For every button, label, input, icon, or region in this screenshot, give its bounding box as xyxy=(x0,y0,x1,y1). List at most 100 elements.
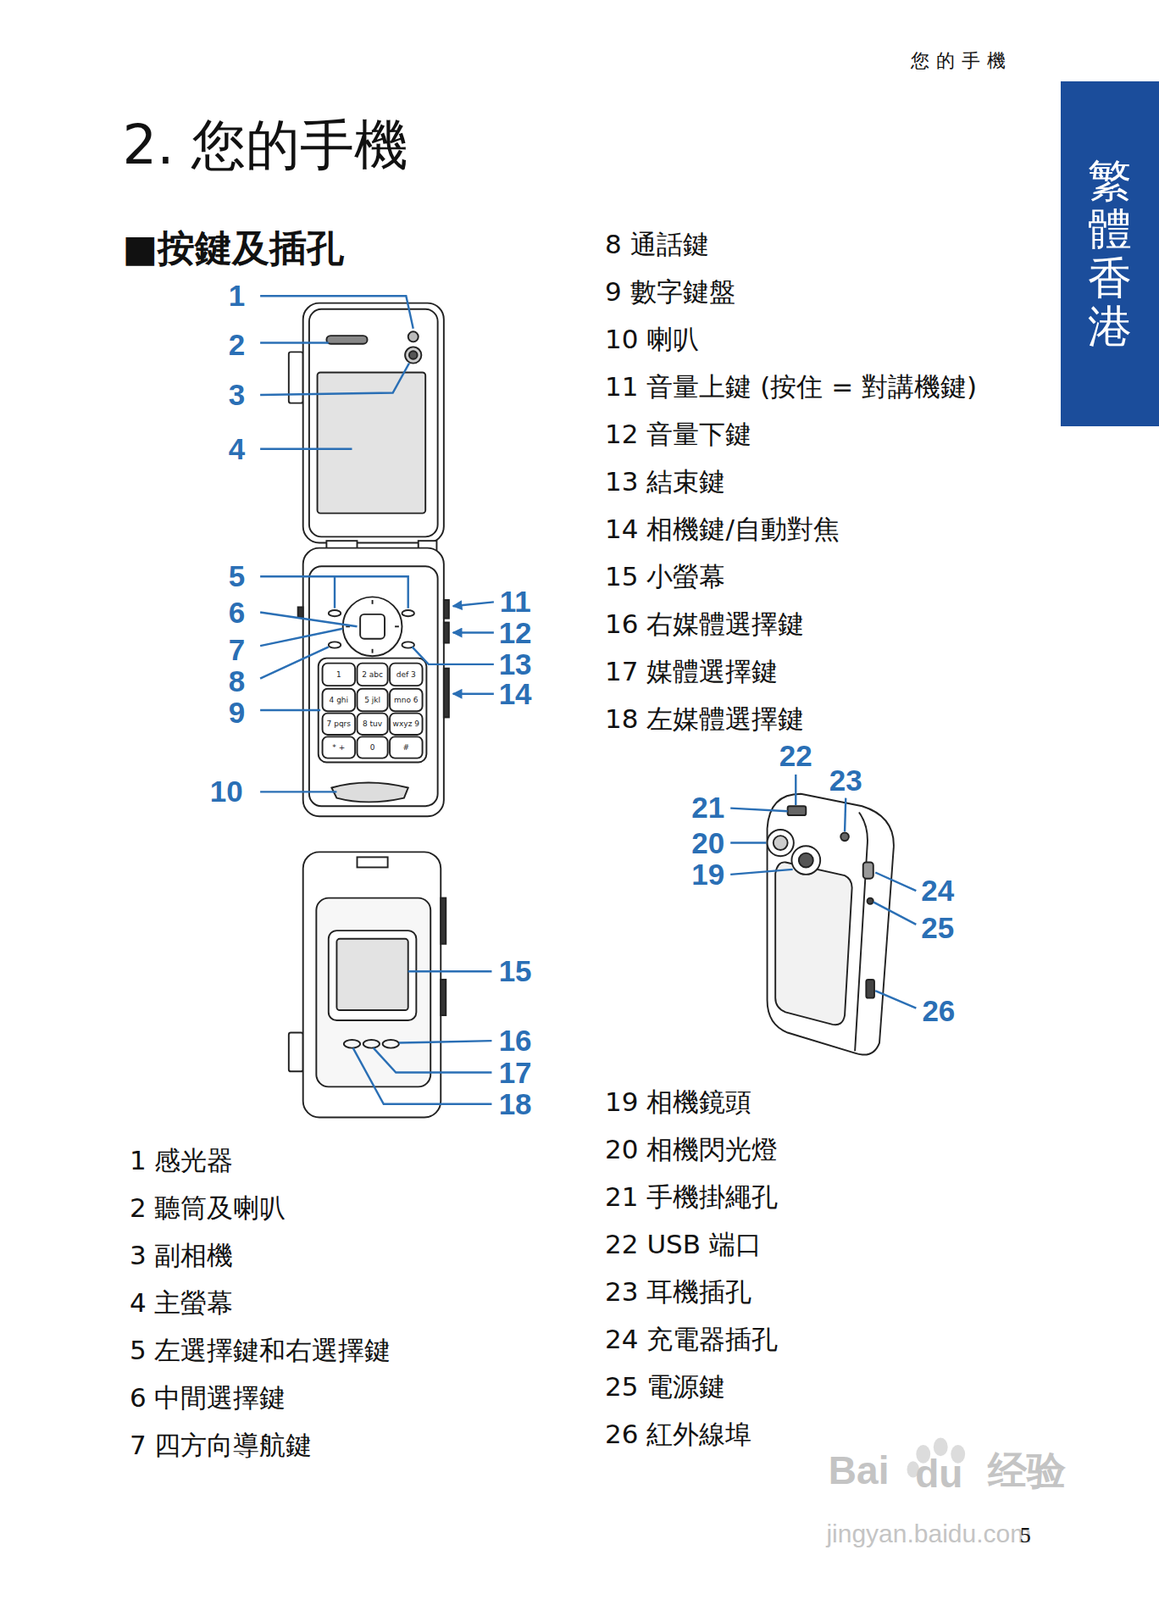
illustration-stroke xyxy=(840,832,849,842)
key-legend: def 3 xyxy=(396,670,416,679)
illustration-stroke xyxy=(389,688,423,711)
illustration-stroke xyxy=(303,851,442,1117)
illustration-stroke xyxy=(408,970,493,972)
illustration-stroke xyxy=(453,693,494,695)
illustration-stroke xyxy=(412,646,494,664)
illustration-stroke xyxy=(328,610,341,616)
part-legend-item: 15 小螢幕 xyxy=(604,561,726,593)
callout-number: 10 xyxy=(210,774,244,809)
key-legend: 0 xyxy=(370,743,376,752)
tab-text: 繁體香港 xyxy=(1087,156,1132,351)
illustration-stroke xyxy=(875,871,916,891)
illustration-stroke xyxy=(333,576,336,608)
illustration-stroke xyxy=(875,990,916,1008)
callout-number: 14 xyxy=(499,676,533,711)
closed-phone xyxy=(288,851,446,1117)
part-legend-item: 7 四方向導航鍵 xyxy=(129,1430,313,1462)
callout-number: 18 xyxy=(499,1086,533,1121)
callout-number: 9 xyxy=(228,694,245,729)
illustration-stroke xyxy=(443,668,450,718)
illustration-stroke xyxy=(730,841,766,843)
illustration-stroke xyxy=(260,576,409,608)
key-legend: 1 xyxy=(336,670,342,679)
illustration-stroke xyxy=(794,774,797,805)
page-title: 2. 您的手機 xyxy=(122,114,409,178)
illustration-stroke xyxy=(322,713,356,735)
callout-number: 21 xyxy=(691,789,725,824)
illustration-stroke xyxy=(336,938,408,1010)
callout-number: 12 xyxy=(499,615,533,649)
language-tab: 繁體香港 xyxy=(1060,81,1159,427)
callout-number: 19 xyxy=(691,857,725,892)
illustration-stroke xyxy=(730,808,788,812)
callout-number: 24 xyxy=(920,873,954,908)
part-legend-item: 6 中間選擇鍵 xyxy=(129,1383,287,1415)
illustration-stroke xyxy=(730,869,793,875)
part-legend-item: 24 充電器插孔 xyxy=(604,1324,778,1355)
illustration-stroke xyxy=(394,625,400,627)
part-legend-item: 21 手機掛繩孔 xyxy=(604,1181,778,1213)
illustration-stroke xyxy=(309,565,439,806)
watermark: 经验 xyxy=(987,1447,1066,1493)
callout-number: 25 xyxy=(920,910,954,945)
illustration-stroke xyxy=(373,1048,493,1073)
part-legend-item: 10 喇叭 xyxy=(604,324,699,355)
callout-number: 4 xyxy=(228,432,245,466)
illustration-stroke xyxy=(343,1039,361,1049)
part-legend-item: 23 耳機插孔 xyxy=(604,1276,752,1308)
key-legend: wxyz 9 xyxy=(393,719,420,728)
illustration-stroke xyxy=(854,811,868,1051)
watermark: Bai xyxy=(828,1447,890,1493)
illustration-stroke xyxy=(303,548,444,817)
callout-number: 16 xyxy=(499,1023,533,1058)
callout-number: 17 xyxy=(499,1055,533,1090)
illustration-stroke xyxy=(791,845,821,875)
illustration-stroke xyxy=(443,621,450,643)
illustration-stroke xyxy=(260,611,357,627)
open-phone xyxy=(288,303,450,817)
part-legend-item: 1 感光器 xyxy=(129,1146,234,1177)
part-legend-item: 4 主螢幕 xyxy=(129,1288,234,1320)
illustration-stroke xyxy=(401,610,414,616)
part-legend-item: 20 相機閃光燈 xyxy=(604,1134,778,1165)
part-legend-item: 5 左選擇鍵和右選擇鍵 xyxy=(129,1336,392,1367)
illustration-stroke xyxy=(360,614,385,639)
illustration-stroke xyxy=(399,1040,493,1043)
illustration-stroke xyxy=(357,736,389,758)
illustration-stroke xyxy=(844,798,846,832)
illustration-stroke xyxy=(371,648,374,654)
illustration-stroke xyxy=(260,646,329,678)
part-legend-item: 8 通話鍵 xyxy=(604,229,710,261)
illustration-stroke xyxy=(322,736,356,758)
illustration-stroke xyxy=(389,736,423,758)
illustration-stroke xyxy=(326,335,367,344)
page-number: 5 xyxy=(1020,1522,1032,1548)
illustration-stroke xyxy=(331,782,408,803)
illustration-stroke xyxy=(404,346,422,363)
callout-number: 22 xyxy=(779,738,813,773)
part-legend-item: 26 紅外線埠 xyxy=(604,1419,752,1450)
illustration-stroke xyxy=(382,1039,400,1049)
illustration-stroke xyxy=(357,856,389,867)
illustration-stroke xyxy=(865,979,875,999)
illustration-stroke xyxy=(260,709,321,711)
section-heading: ■按鍵及插孔 xyxy=(122,226,345,270)
illustration-stroke xyxy=(453,631,494,633)
leader-lines xyxy=(260,295,916,1104)
part-legend-item: 13 結束鍵 xyxy=(604,466,726,498)
key-legend: * + xyxy=(332,743,345,752)
callout-number: 6 xyxy=(228,594,245,629)
part-legend-item: 14 相機鍵/自動對焦 xyxy=(604,514,840,545)
illustration-stroke xyxy=(767,793,894,1055)
part-legend-item: 12 音量下鍵 xyxy=(604,419,752,450)
illustration-stroke xyxy=(260,628,344,646)
part-legend-item: 11 音量上鍵 (按住 = 對講機鍵) xyxy=(604,371,977,403)
illustration-stroke xyxy=(389,663,423,686)
watermark: du xyxy=(915,1450,963,1496)
callout-number: 7 xyxy=(228,632,245,667)
part-legend-item: 17 媒體選擇鍵 xyxy=(604,656,778,688)
illustration-stroke xyxy=(322,688,356,711)
illustration-stroke xyxy=(357,663,389,686)
illustration-stroke xyxy=(408,331,419,342)
illustration-stroke xyxy=(288,1032,304,1072)
